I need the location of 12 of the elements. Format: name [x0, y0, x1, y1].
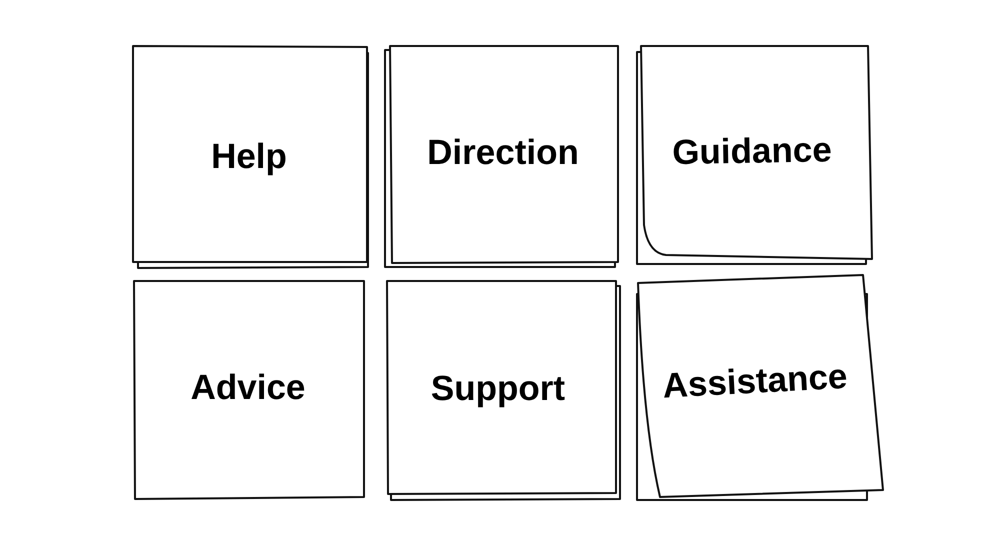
sticky-note — [386, 280, 622, 502]
note-text: Direction — [427, 134, 579, 172]
sticky-note — [635, 274, 886, 502]
sticky-note — [636, 45, 875, 266]
sticky-note — [132, 45, 370, 270]
sticky-note — [133, 280, 367, 501]
note-text: Advice — [190, 368, 306, 408]
note-text: Assistance — [662, 358, 848, 406]
sticky-note — [384, 45, 621, 269]
note-text: Support — [430, 370, 566, 408]
note-text: Guidance — [672, 131, 832, 173]
note-text: Help — [211, 138, 287, 176]
